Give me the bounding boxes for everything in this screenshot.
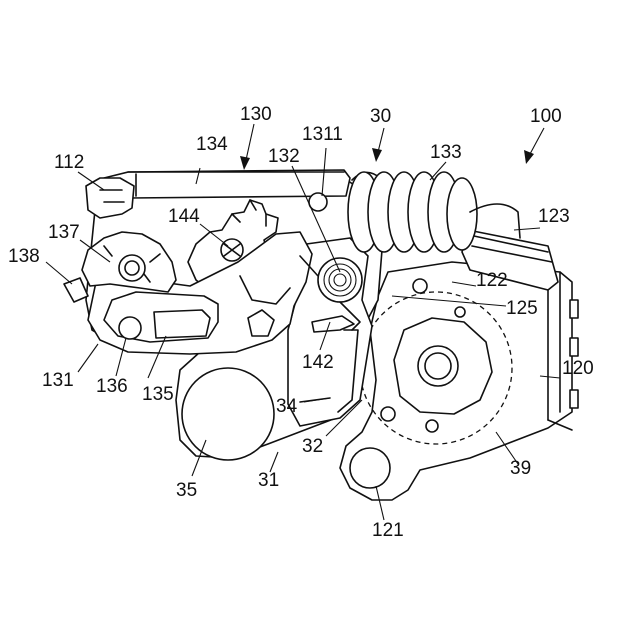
- label-134: 134: [196, 134, 228, 155]
- label-132: 132: [268, 146, 300, 167]
- label-133: 133: [430, 142, 462, 163]
- label-35: 35: [176, 480, 197, 501]
- label-138: 138: [8, 246, 40, 267]
- label-34: 34: [276, 396, 298, 417]
- label-32: 32: [302, 436, 323, 457]
- label-136: 136: [96, 376, 128, 397]
- slot-135: [154, 310, 210, 338]
- label-112: 112: [54, 152, 84, 173]
- label-137: 137: [48, 222, 80, 243]
- pin-136: [119, 317, 141, 339]
- pin-hole-1: [381, 407, 395, 421]
- mounting-hole-121: [350, 448, 390, 488]
- label-121: 121: [372, 520, 404, 541]
- roller-35: [182, 368, 274, 460]
- pin-hole-4: [455, 307, 465, 317]
- pin-hole-2: [426, 420, 438, 432]
- pin-hole-3: [413, 279, 427, 293]
- hook-112: [86, 178, 134, 218]
- label-144: 144: [168, 206, 200, 227]
- label-122: 122: [476, 270, 508, 291]
- label-142: 142: [302, 352, 334, 373]
- label-130: 130: [240, 104, 272, 125]
- label-100: 100: [530, 106, 562, 127]
- label-135: 135: [142, 384, 174, 405]
- label-39: 39: [510, 458, 531, 479]
- label-30: 30: [370, 106, 391, 127]
- label-120: 120: [562, 358, 594, 379]
- label-125: 125: [506, 298, 538, 319]
- label-123: 123: [538, 206, 570, 227]
- label-131: 131: [42, 370, 74, 391]
- label-1311: 1311: [302, 124, 343, 145]
- label-31: 31: [258, 470, 279, 491]
